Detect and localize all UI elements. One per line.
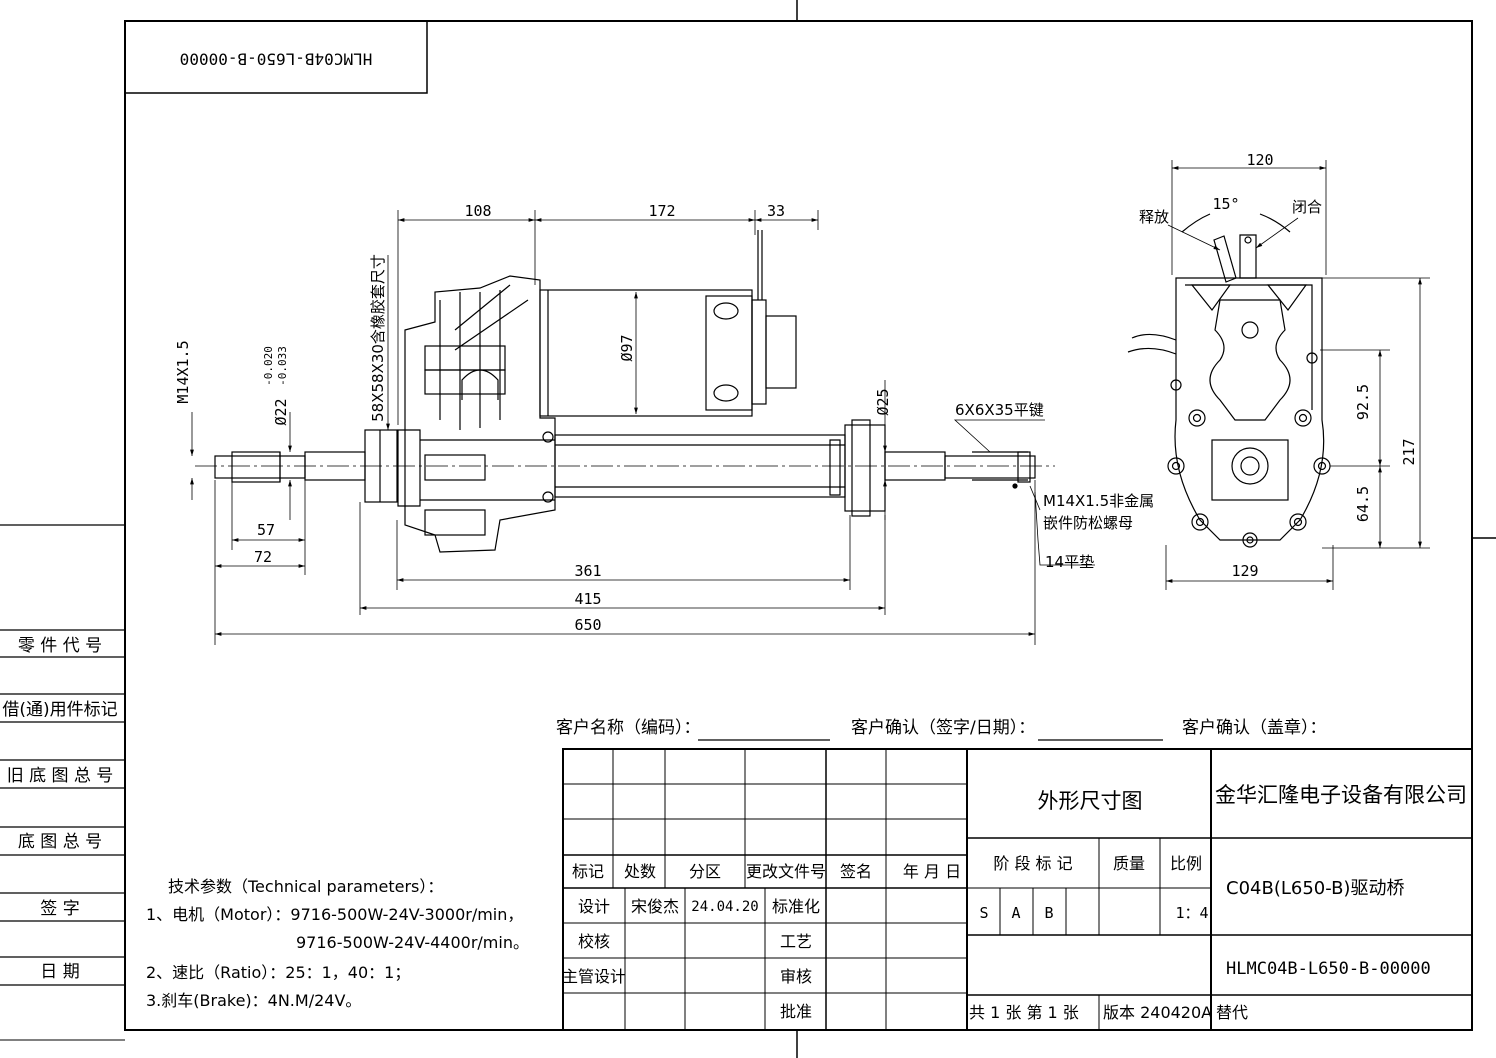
release-label: 释放 [1139, 208, 1169, 226]
design-date: 24.04.20 [691, 899, 758, 915]
replace-label: 替代 [1216, 1003, 1248, 1022]
customer-name-label: 客户名称（编码）： [556, 718, 701, 738]
customer-sign-label: 客户确认（签字/日期）： [851, 718, 1035, 738]
tolerance-upper: -0.020 [262, 346, 275, 386]
left-label-sign: 签 字 [40, 899, 79, 919]
tech-line-motor: 1、电机（Motor）：9716-500W-24V-3000r/min， [146, 905, 523, 924]
row-process: 工艺 [780, 932, 812, 951]
left-label-date: 日 期 [40, 962, 79, 982]
angle-15: 15° [1212, 195, 1239, 213]
flipped-drawing-number: HLMC04B-L650-B-00000 [180, 50, 373, 69]
tech-line-brake: 3.刹车(Brake)：4N.M/24V。 [146, 991, 361, 1010]
row-chief: 主管设计 [562, 967, 626, 986]
dim-361: 361 [574, 562, 601, 580]
dim-phi22: Ø22 [272, 398, 290, 425]
left-label-total: 底 图 总 号 [18, 832, 102, 852]
row-design: 设计 [578, 897, 610, 916]
row-approve: 批准 [780, 1002, 812, 1021]
dim-415: 415 [574, 590, 601, 608]
dim-33: 33 [767, 202, 785, 220]
drawing-title: 外形尺寸图 [1038, 789, 1143, 813]
dim-129: 129 [1231, 562, 1258, 580]
front-view [195, 230, 1055, 553]
header-zone: 分区 [689, 862, 721, 881]
thread-left-label: M14X1.5 [174, 340, 192, 403]
dim-108: 108 [464, 202, 491, 220]
row-check: 校核 [578, 932, 610, 951]
tech-title: 技术参数（Technical parameters）： [168, 877, 443, 896]
row-standard: 标准化 [772, 897, 820, 916]
tolerance-lower: -0.033 [276, 346, 289, 386]
company-name: 金华汇隆电子设备有限公司 [1215, 783, 1467, 807]
stage-label: 阶 段 标 记 [993, 854, 1072, 873]
mass-label: 质量 [1113, 854, 1145, 873]
dim-217: 217 [1400, 438, 1418, 465]
drawing-number: HLMC04B-L650-B-00000 [1226, 959, 1431, 979]
key-note: 6X6X35平键 [955, 401, 1044, 419]
left-label-borrow: 借(通)用件标记 [2, 700, 117, 720]
left-label-part-code: 零 件 代 号 [18, 636, 102, 656]
header-mark: 标记 [572, 862, 604, 881]
dim-650: 650 [574, 616, 601, 634]
stage-s: S [979, 904, 988, 922]
close-label: 闭合 [1292, 198, 1322, 216]
version: 版本 240420A [1103, 1003, 1212, 1022]
tech-line-ratio: 2、速比（Ratio）：25：1，40：1； [146, 963, 410, 982]
designer-name: 宋俊杰 [631, 897, 679, 916]
part-name: C04B(L650-B)驱动桥 [1226, 878, 1404, 899]
scale-value: 1：4 [1175, 904, 1208, 922]
dim-120: 120 [1246, 151, 1273, 169]
dim-92-5: 92.5 [1354, 384, 1372, 420]
header-date: 年 月 日 [903, 862, 961, 881]
header-doc: 更改文件号 [746, 862, 826, 881]
stage-b: B [1044, 904, 1053, 922]
tech-line-motor-2: 9716-500W-24V-4400r/min。 [296, 933, 529, 952]
left-column [0, 524, 125, 986]
side-view [1127, 213, 1331, 548]
header-count: 处数 [624, 862, 656, 881]
dim-64-5: 64.5 [1354, 486, 1372, 522]
left-label-old-total: 旧 底 图 总 号 [7, 766, 114, 786]
dim-57: 57 [257, 521, 275, 539]
dim-phi25: Ø25 [874, 388, 892, 415]
washer-note: 14平垫 [1045, 553, 1094, 571]
side-dimension-lines [1165, 160, 1430, 590]
row-review: 审核 [780, 967, 812, 986]
sheet-count: 共 1 张 第 1 张 [969, 1003, 1079, 1022]
dim-172: 172 [648, 202, 675, 220]
title-block [562, 748, 1473, 1031]
flipped-number-box: HLMC04B-L650-B-00000 [124, 20, 428, 94]
front-dimension-lines [190, 210, 1095, 645]
scale-label: 比例 [1170, 854, 1202, 873]
rubber-sleeve-note: 58X58X30含橡胶套尺寸 [369, 254, 387, 422]
dim-72: 72 [254, 548, 272, 566]
header-sign: 签名 [840, 862, 872, 881]
nut-note-line1: M14X1.5非金属 [1043, 492, 1154, 510]
stage-a: A [1011, 904, 1020, 922]
nut-note-line2: 嵌件防松螺母 [1043, 514, 1133, 532]
dim-phi97: Ø97 [618, 334, 636, 361]
customer-seal-label: 客户确认（盖章）： [1182, 718, 1327, 738]
